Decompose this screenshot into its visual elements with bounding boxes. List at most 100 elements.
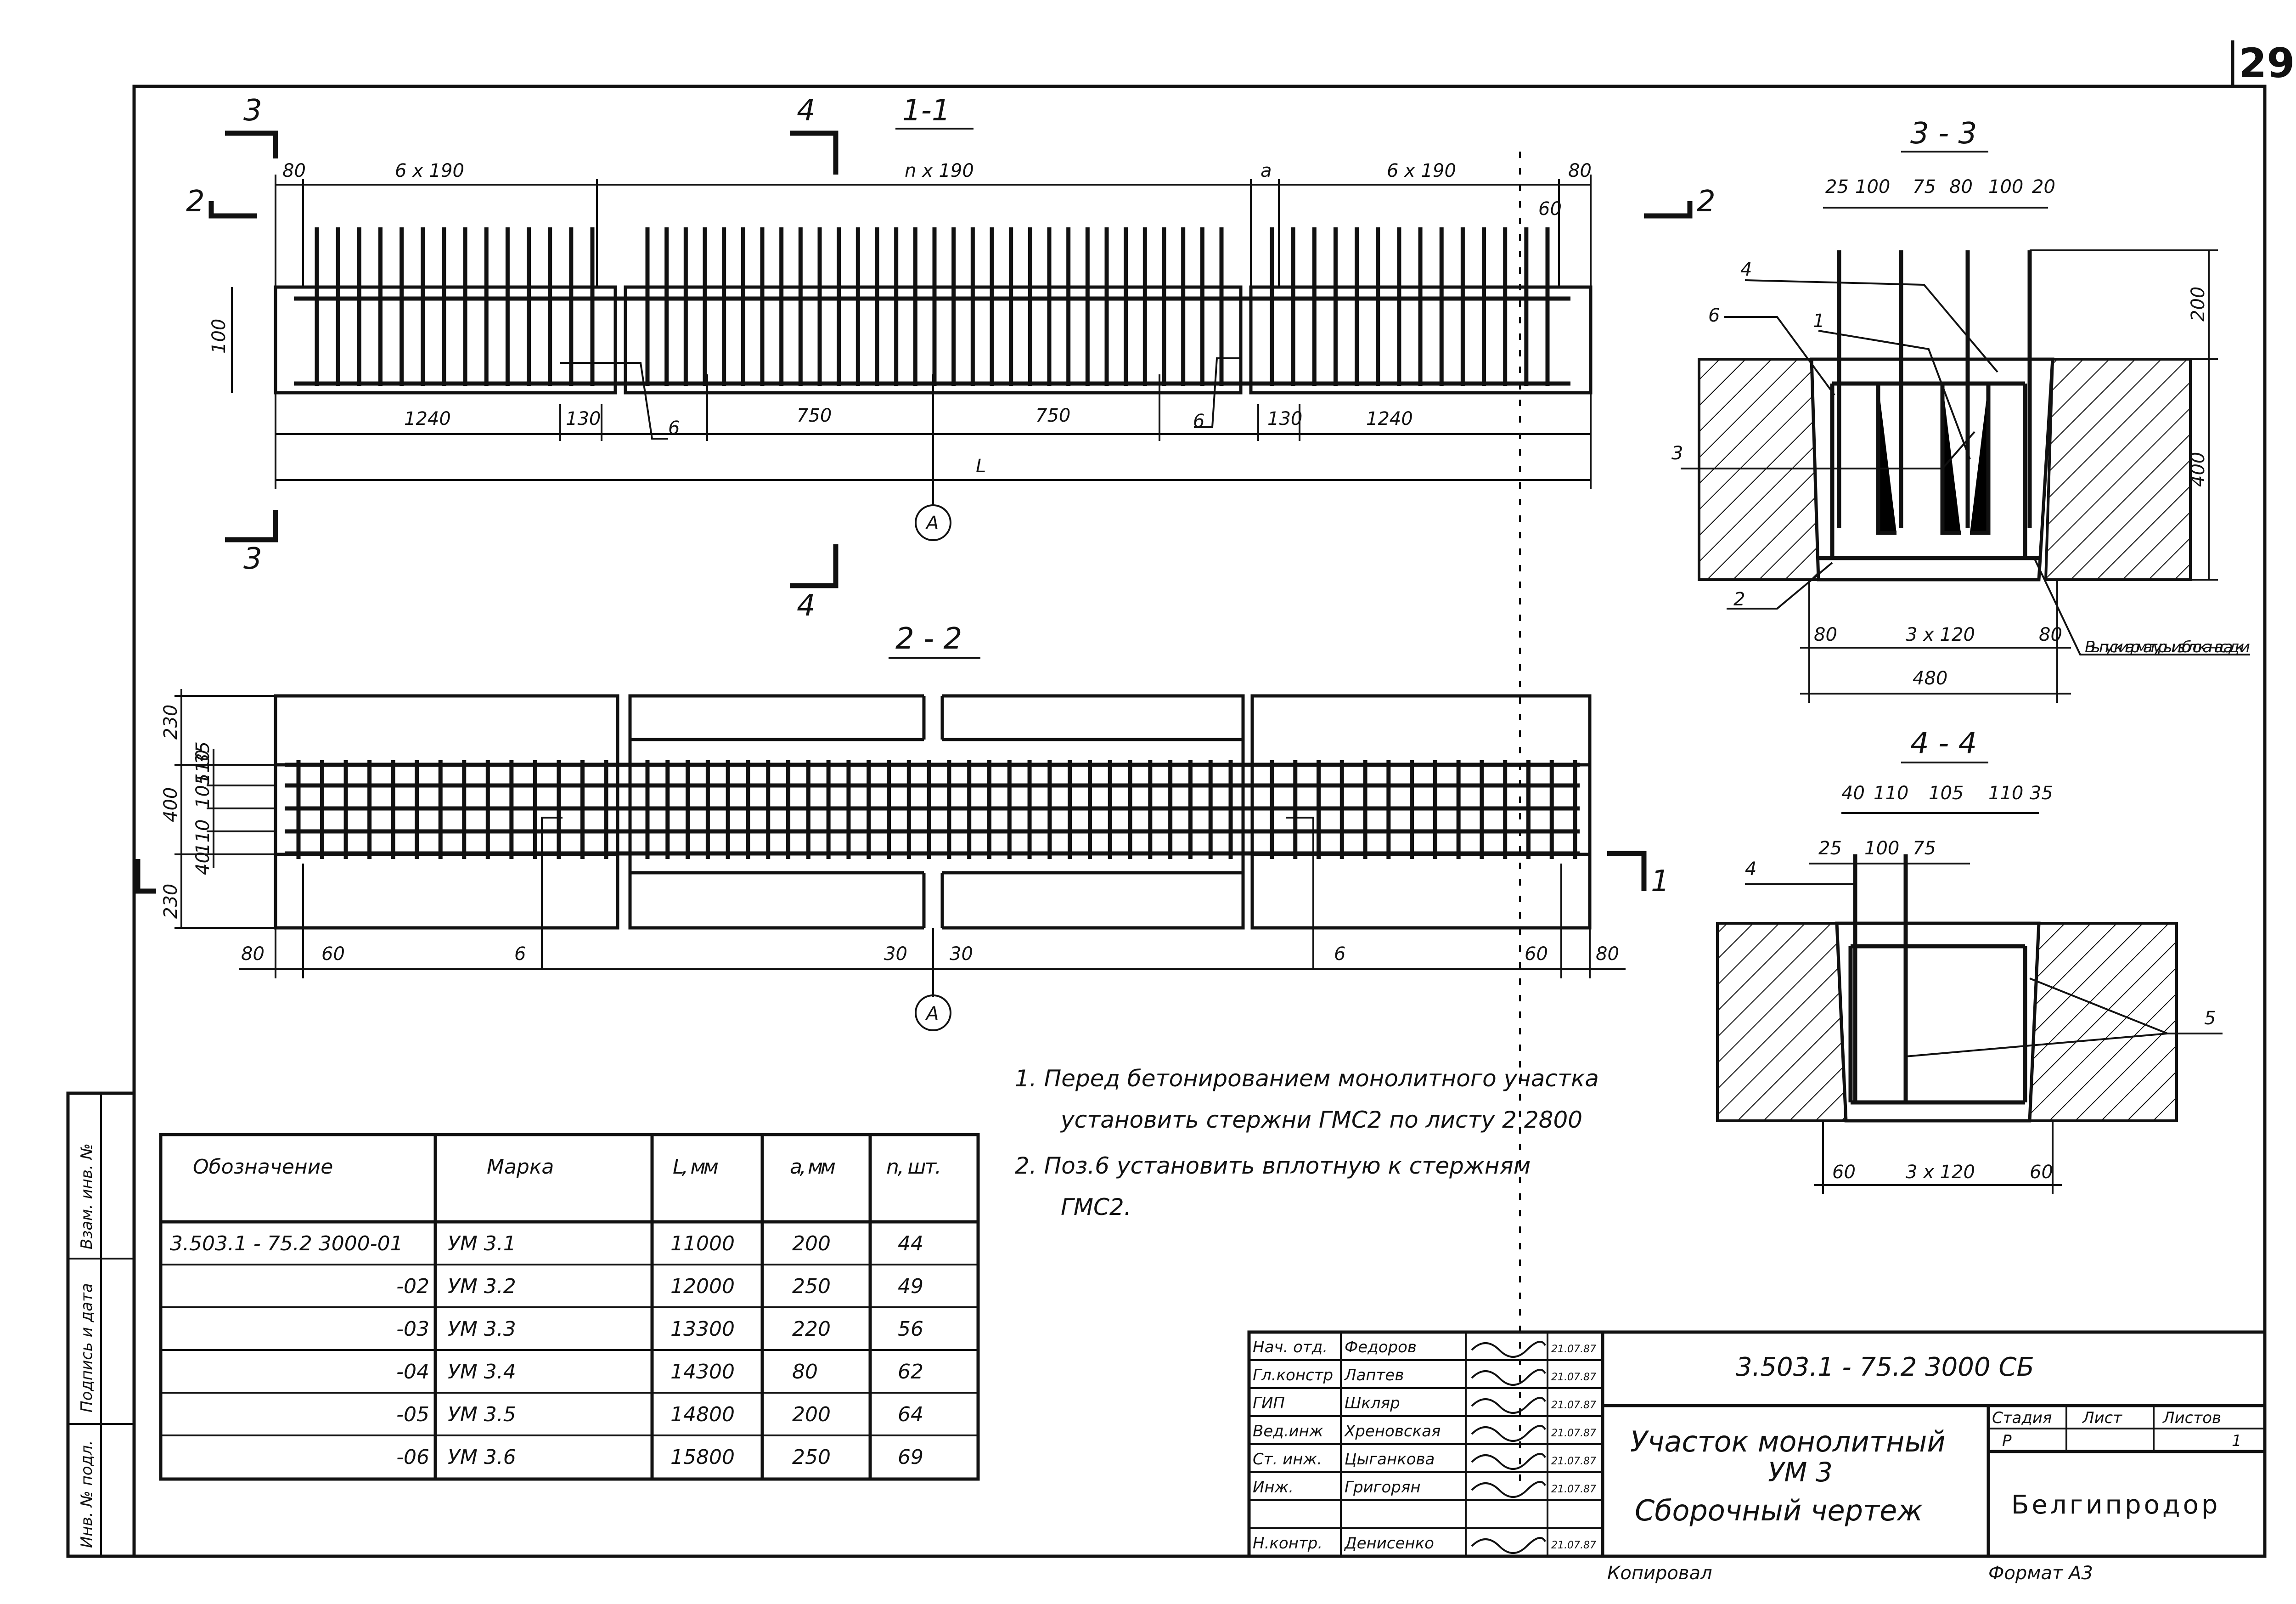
section-2-2-title: 2 - 2 — [895, 622, 962, 656]
table-cell: 13300 — [670, 1317, 735, 1341]
stage-head-2: Листов — [2162, 1409, 2221, 1427]
side-stamp: Инв. № подл. Подпись и дата Взам. инв. № — [66, 1091, 136, 1558]
dim-22-left-5: 110 — [192, 819, 214, 854]
dim-33-right-1: 400 — [2188, 452, 2209, 487]
section-4-4-title: 4 - 4 — [1910, 727, 1977, 761]
dim-11-bot-0: 1240 — [404, 408, 451, 429]
dim-22-left-6: 40 — [192, 852, 214, 875]
signature — [1471, 1397, 1546, 1414]
tb-role: Н.контр. — [1253, 1534, 1322, 1553]
tb-date: 21.07.87 — [1551, 1456, 1596, 1467]
dim-33-bot-1: 3 x 120 — [1906, 624, 1975, 645]
table-cell: 14300 — [670, 1360, 735, 1384]
tb-date: 21.07.87 — [1551, 1400, 1596, 1411]
cut-4-top: 4 — [797, 94, 816, 128]
table-cell: 49 — [898, 1275, 923, 1298]
marks-table: Обозначение Марка L, мм a, мм n, шт. 3.5… — [159, 1133, 980, 1481]
dim-11-bot-5: 6 — [1193, 411, 1204, 432]
stage-val-0: Р — [2002, 1432, 2012, 1450]
signature — [1471, 1537, 1546, 1554]
cut-4-bottom: 4 — [797, 589, 816, 623]
tb-date: 21.07.87 — [1551, 1484, 1596, 1495]
table-cell: 250 — [792, 1275, 831, 1298]
dim-11-total: L — [976, 456, 986, 477]
table-cell: 80 — [792, 1360, 818, 1384]
dim-11-bot-7: 1240 — [1366, 408, 1413, 429]
signature — [1471, 1341, 1546, 1358]
tb-date: 21.07.87 — [1551, 1344, 1596, 1355]
callout-33-2: 2 — [1733, 589, 1745, 610]
note-1-line-2: установить стержни ГМС2 по листу 2 2800 — [1060, 1107, 1582, 1133]
stage-val-2: 1 — [2232, 1432, 2242, 1450]
signature — [1471, 1425, 1546, 1442]
dim-22-left-3: 110 — [192, 750, 214, 785]
signature — [1471, 1481, 1546, 1498]
title-line-1: Участок монолитный — [1630, 1425, 1946, 1458]
block-right-22 — [1250, 694, 1592, 930]
dim-11-bot-4: 750 — [1035, 405, 1070, 426]
hatch-left-44 — [1716, 922, 1848, 1122]
dim-44-bot-2: 60 — [2030, 1162, 2053, 1183]
tb-name: Цыганкова — [1345, 1450, 1435, 1468]
table-cell: 200 — [792, 1232, 831, 1255]
section-1-1-title: 1-1 — [902, 94, 951, 128]
dim-44-top-2: 105 — [1929, 783, 1964, 804]
dim-11-bot-2: 6 — [668, 418, 680, 439]
table-header-l: L, мм — [673, 1155, 719, 1179]
dim-11-top-4: 6 x 190 — [1387, 160, 1456, 181]
table-cell: 12000 — [670, 1275, 735, 1298]
table-cell: 69 — [898, 1446, 923, 1469]
dim-11-bot-1: 130 — [566, 408, 601, 429]
table-cell: 15800 — [670, 1446, 735, 1469]
axis-a-label-bottom: A — [925, 1003, 939, 1024]
dim-22-bot-0: 80 — [241, 943, 264, 965]
dim-22-bot-2: 6 — [514, 943, 526, 965]
tb-name: Григорян — [1345, 1478, 1421, 1497]
axis-a-marker-bottom — [915, 994, 951, 1031]
table-header-a: a, мм — [790, 1155, 836, 1179]
table-header-n: n, шт. — [886, 1155, 941, 1179]
stamp-inv-podl: Инв. № подл. — [78, 1440, 96, 1548]
table-cell: -06 — [396, 1446, 429, 1469]
tb-name: Хреновская — [1344, 1422, 1441, 1440]
outer-frame — [132, 85, 2267, 1558]
title-line-3: Сборочный чертеж — [1635, 1494, 1923, 1527]
format-label: Формат А3 — [1988, 1563, 2093, 1584]
dim-44-top2-0: 25 — [1818, 838, 1842, 859]
table-cell: УМ 3.5 — [448, 1403, 516, 1426]
dim-44-top-1: 110 — [1874, 783, 1908, 804]
section-3-3: 3 - 3 25 100 75 80 100 20 200 400 80 — [1671, 117, 2250, 703]
dim-44-top-3: 110 — [1988, 783, 2023, 804]
section-4-4: 4 - 4 40 110 105 110 35 25 100 75 60 3 x… — [1716, 727, 2223, 1194]
section-1-1: 1-1 80 6 x 190 n x 190 a 6 x 190 80 60 1… — [186, 94, 1716, 623]
table-cell: 3.503.1 - 75.2 3000-01 — [170, 1232, 403, 1255]
dim-22-left-2: 400 — [160, 787, 181, 822]
table-cell: УМ 3.1 — [448, 1232, 516, 1255]
concrete-body-33 — [1810, 357, 2054, 582]
dim-11-top-2: n x 190 — [905, 160, 974, 181]
table-cell: УМ 3.6 — [448, 1446, 516, 1469]
dim-33-bot-2: 80 — [2039, 624, 2062, 645]
signature — [1471, 1369, 1546, 1386]
callout-44-5: 5 — [2204, 1008, 2216, 1029]
tb-role: ГИП — [1253, 1394, 1285, 1412]
dim-11-top-3: a — [1261, 160, 1272, 181]
dim-22-bot-4: 30 — [950, 943, 973, 965]
table-cell: -03 — [396, 1317, 429, 1341]
callout-33-4: 4 — [1740, 259, 1752, 280]
tb-date: 21.07.87 — [1551, 1372, 1596, 1383]
dim-22-left-1: 35 — [192, 741, 214, 765]
dim-22-bot-7: 80 — [1596, 943, 1619, 965]
page-number: 29 — [2239, 40, 2295, 87]
dim-33-top-3: 80 — [1949, 176, 1973, 198]
cut-3-bottom: 3 — [243, 542, 262, 576]
dim-33-right-0: 200 — [2188, 287, 2209, 322]
callout-33-3: 3 — [1671, 443, 1683, 464]
dim-33-top-5: 20 — [2032, 176, 2055, 198]
note-1-line-1: 1. Перед бетонированием монолитного учас… — [1015, 1065, 1599, 1092]
table-header-designation: Обозначение — [193, 1155, 333, 1179]
stamp-vzam-inv: Взам. инв. № — [78, 1143, 96, 1249]
